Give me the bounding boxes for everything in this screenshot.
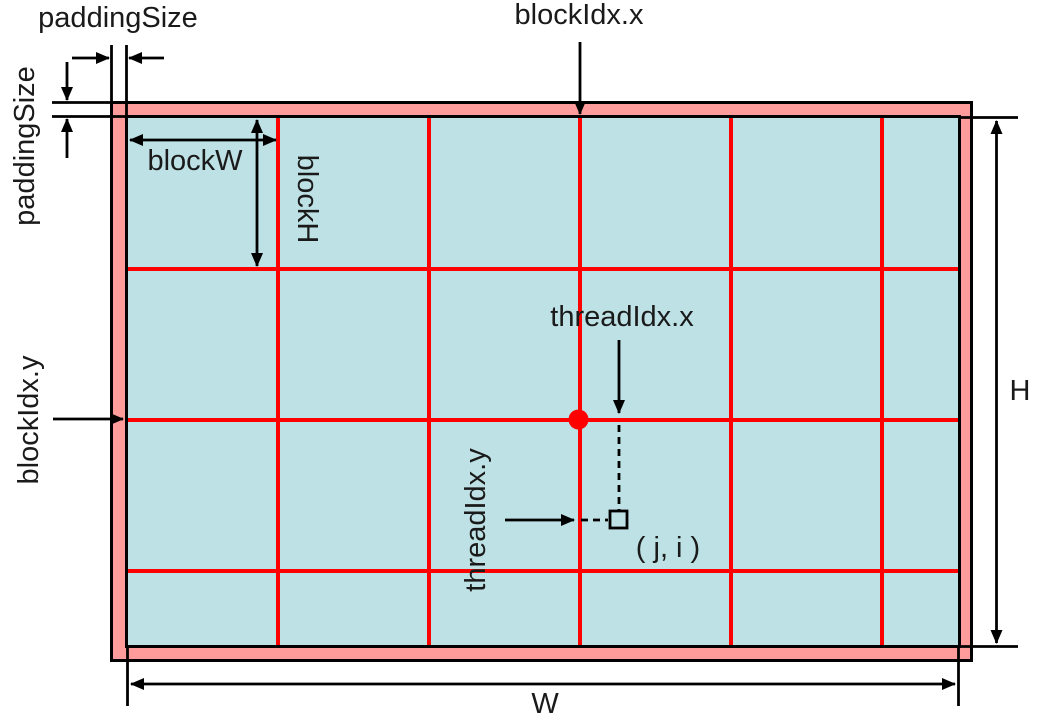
block-idx-x-label: blockIdx.x [514,0,644,32]
block-boundary-vertical-4 [729,118,733,645]
height-dimension [960,116,1018,648]
thread-cell-marker [608,509,629,530]
block-boundary-vertical-5 [880,118,884,645]
domain-height-label: H [1009,375,1031,408]
interior-domain-rect [125,115,961,648]
block-boundary-vertical-3 [578,118,582,645]
padding-size-height-annotation [52,62,125,158]
block-boundary-horizontal-3 [128,569,958,573]
thread-idx-x-label: threadIdx.x [550,301,694,334]
block-boundary-vertical-2 [427,118,431,645]
block-width-label: blockW [147,145,243,178]
block-height-label: blockH [290,154,323,244]
block-boundary-horizontal-1 [128,267,958,271]
domain-width-label: W [531,688,559,720]
padding-size-width-annotation [72,45,164,117]
block-idx-y-label: blockIdx.y [13,355,46,485]
padding-size-left-label: paddingSize [9,66,42,226]
block-boundary-vertical-1 [276,118,280,645]
block-boundary-horizontal-2 [128,418,958,422]
thread-idx-y-label: threadIdx.y [460,448,493,592]
block-origin-dot [568,409,589,430]
thread-coord-label: ( j, i ) [635,532,701,565]
padding-size-top-label: paddingSize [38,2,198,35]
width-dimension [126,648,960,706]
